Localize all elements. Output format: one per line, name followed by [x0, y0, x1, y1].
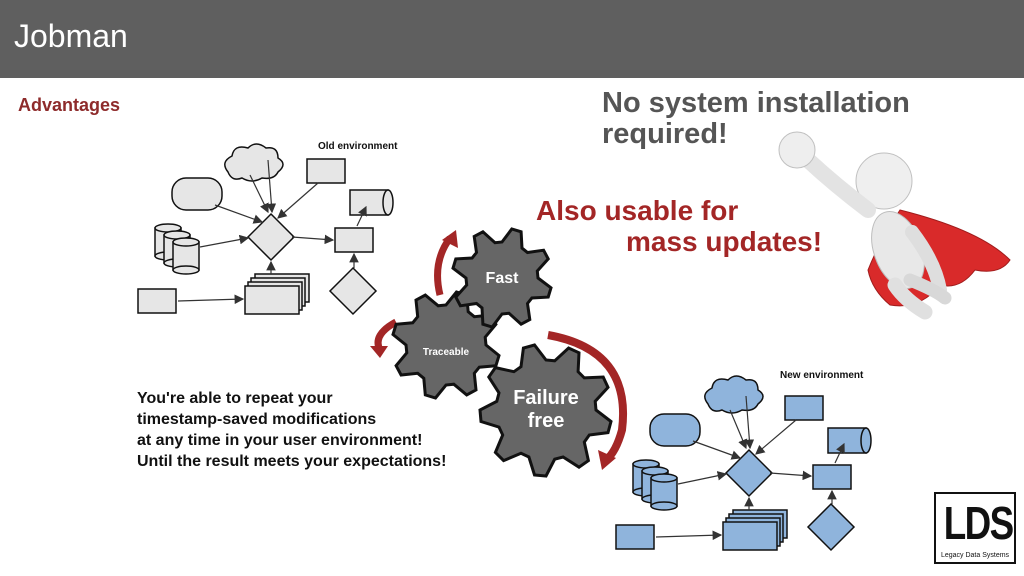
- red-cycle-arrow: [547, 331, 627, 464]
- description-line: at any time in your user environment!: [137, 432, 423, 449]
- arrowhead-icon: [370, 346, 388, 358]
- storage-box: [649, 413, 701, 447]
- gear-label-failure-line2: free: [528, 410, 565, 432]
- database-icon: [154, 223, 200, 275]
- section-subtitle: Advantages: [18, 95, 121, 115]
- process-rect: [334, 227, 374, 253]
- lds-logo: LDS Legacy Data Systems: [934, 492, 1016, 564]
- tape-icon: [349, 189, 394, 216]
- description-line: Until the result meets your expectations…: [137, 453, 447, 470]
- database-icon: [632, 459, 678, 511]
- gear-shape: [451, 227, 553, 329]
- description-line: You're able to repeat your: [137, 390, 333, 407]
- input-rect: [615, 524, 655, 550]
- process-rect: [812, 464, 852, 490]
- gear-label-fast: Fast: [486, 270, 520, 287]
- small-diamond: [328, 266, 378, 316]
- decision-diamond: [246, 212, 296, 262]
- figure-fist: [778, 131, 816, 169]
- figure-arm: [905, 225, 947, 297]
- stacked-documents: [722, 509, 788, 551]
- new-environment-diagram: [615, 375, 872, 552]
- description-text: You're able to repeat your timestamp-sav…: [137, 388, 497, 472]
- gear-shape: [478, 343, 613, 478]
- failure-free-gear: [478, 343, 613, 478]
- tape-icon: [827, 427, 872, 454]
- stacked-documents: [244, 273, 310, 315]
- old-environment-label: Old environment: [318, 141, 398, 152]
- arrowhead-icon: [598, 450, 616, 470]
- figure-leg: [887, 277, 933, 320]
- input-rect: [137, 288, 177, 314]
- gear-label-failure-line1: Failure: [513, 387, 579, 409]
- title-bar: Jobman: [0, 0, 1024, 78]
- superhero-figure: [778, 131, 1011, 320]
- fast-gear: [451, 227, 553, 329]
- mass-updates-line1: Also usable for: [536, 195, 739, 226]
- small-diamond: [806, 502, 856, 552]
- slide-title: Jobman: [14, 18, 128, 54]
- headline-text: No system installation required!: [602, 87, 910, 150]
- decision-diamond: [724, 448, 774, 498]
- new-environment-label: New environment: [780, 370, 864, 381]
- figure-head: [855, 152, 913, 210]
- description-line: timestamp-saved modifications: [137, 411, 377, 428]
- old-environment-diagram: [137, 143, 394, 316]
- logo-subtitle: Legacy Data Systems: [940, 552, 1010, 559]
- document-rect: [306, 158, 346, 184]
- logo-letters: LDS: [943, 497, 1014, 549]
- figure-arm: [800, 152, 876, 218]
- figure-leg: [903, 273, 952, 305]
- gears-group: Fast Traceable Failure free: [370, 227, 627, 478]
- storage-box: [171, 177, 223, 211]
- cloud-icon: [704, 375, 764, 414]
- red-cycle-arrow: [434, 235, 453, 296]
- mass-updates-line2: mass updates!: [626, 226, 823, 257]
- arrowhead-icon: [442, 230, 458, 248]
- cloud-icon: [224, 143, 284, 182]
- gear-label-traceable: Traceable: [423, 347, 470, 358]
- document-rect: [784, 395, 824, 421]
